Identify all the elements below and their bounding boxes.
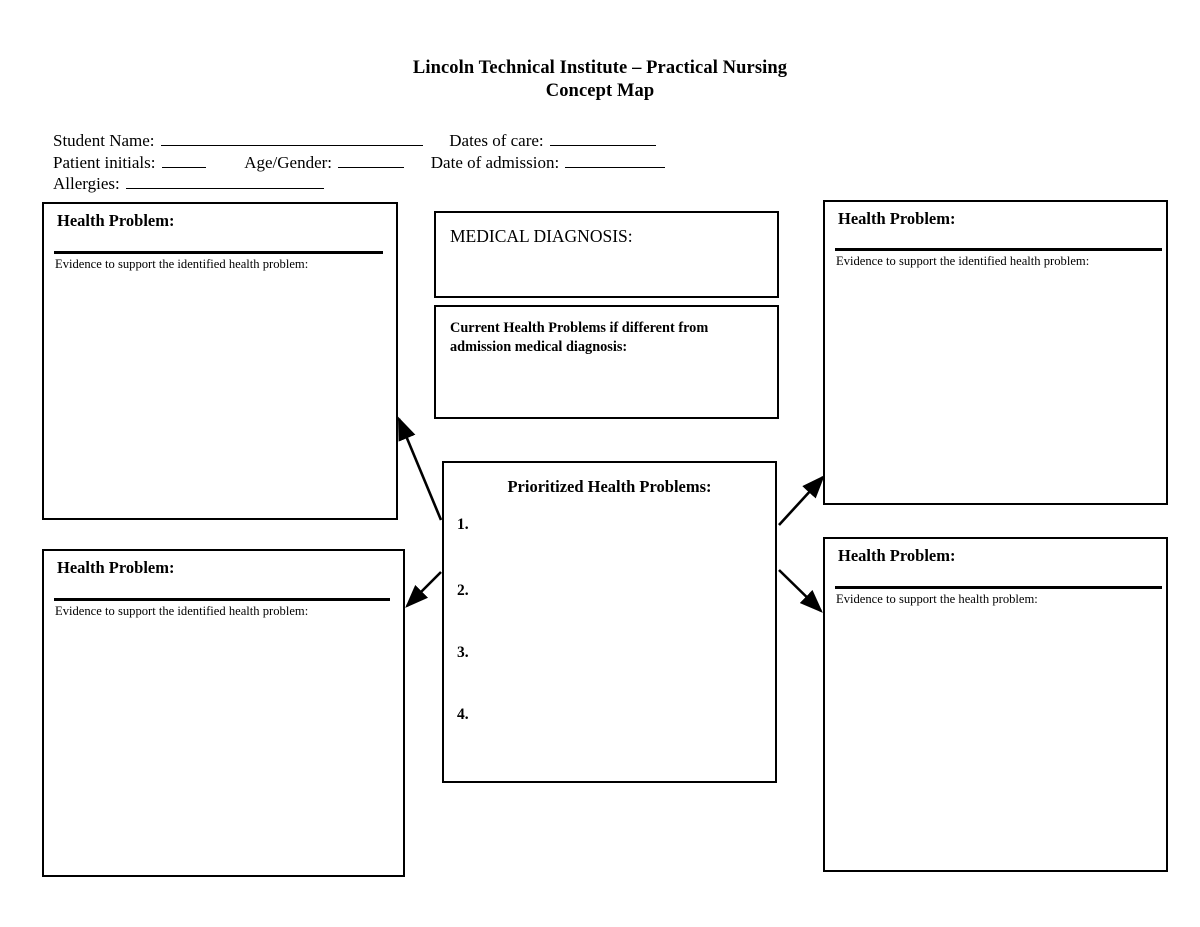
medical-diagnosis-title: MEDICAL DIAGNOSIS: (450, 226, 633, 246)
date-of-admission-field[interactable] (565, 152, 666, 168)
date-of-admission-label: Date of admission: (430, 152, 560, 172)
prioritized-item-1-number: 1. (457, 516, 469, 533)
health-problem-evidence-area[interactable] (836, 611, 1158, 864)
title-line-institute: Lincoln Technical Institute – Practical … (412, 58, 788, 78)
prioritized-item-1[interactable]: 1. (457, 515, 469, 534)
health-problem-title: Health Problem: (57, 211, 175, 230)
health-problem-title: Health Problem: (57, 558, 175, 577)
age-gender-field[interactable] (338, 152, 405, 168)
health-problem-title: Health Problem: (838, 209, 956, 228)
title-line-concept-map: Concept Map (545, 81, 655, 101)
student-name-field[interactable] (160, 130, 423, 146)
arrow-center-to-bottom-left (405, 571, 442, 608)
health-problem-box-bottom-left[interactable]: Health Problem: Evidence to support the … (42, 549, 405, 877)
age-gender-label: Age/Gender: (244, 152, 333, 172)
health-problem-evidence-area[interactable] (55, 276, 388, 512)
arrow-center-to-top-left (397, 416, 443, 521)
patient-initials-field[interactable] (161, 152, 206, 168)
prioritized-item-2[interactable]: 2. (457, 581, 469, 600)
health-problem-evidence-label: Evidence to support the identified healt… (836, 254, 1090, 268)
patient-initials-label: Patient initials: (53, 152, 156, 172)
prioritized-item-2-number: 2. (457, 582, 469, 599)
health-problem-title: Health Problem: (838, 546, 956, 565)
header-row-2: Patient initials: Age/Gender: Date of ad… (53, 152, 1153, 174)
header-row-3: Allergies: (53, 173, 1153, 195)
dates-of-care-field[interactable] (549, 130, 656, 146)
health-problem-box-top-right[interactable]: Health Problem: Evidence to support the … (823, 200, 1168, 505)
health-problem-evidence-area[interactable] (55, 623, 395, 869)
prioritized-health-problems-box[interactable]: Prioritized Health Problems: 1. 2. 3. 4. (442, 461, 777, 783)
header-row-1: Student Name: Dates of care: (53, 130, 1153, 152)
health-problem-divider (54, 598, 390, 601)
allergies-field[interactable] (125, 173, 324, 189)
document-title: Lincoln Technical Institute – Practical … (0, 57, 1200, 103)
student-name-label: Student Name: (53, 131, 155, 150)
prioritized-item-3-number: 3. (457, 644, 469, 661)
health-problem-box-top-left[interactable]: Health Problem: Evidence to support the … (42, 202, 398, 520)
arrow-center-to-top-right (778, 475, 825, 526)
allergies-label: Allergies: (53, 174, 120, 193)
health-problem-divider (54, 251, 383, 254)
current-health-problems-title: Current Health Problems if different fro… (450, 320, 709, 355)
medical-diagnosis-box[interactable]: MEDICAL DIAGNOSIS: (434, 211, 779, 298)
prioritized-health-problems-title: Prioritized Health Problems: (507, 477, 712, 496)
health-problem-evidence-area[interactable] (836, 273, 1158, 497)
health-problem-box-bottom-right[interactable]: Health Problem: Evidence to support the … (823, 537, 1168, 872)
prioritized-item-4-number: 4. (457, 706, 469, 723)
health-problem-evidence-label: Evidence to support the identified healt… (55, 604, 309, 618)
prioritized-item-4[interactable]: 4. (457, 705, 469, 724)
current-health-problems-input-area[interactable] (450, 363, 769, 411)
health-problem-divider (835, 248, 1162, 251)
arrow-center-to-bottom-right (778, 569, 823, 613)
health-problem-divider (835, 586, 1162, 589)
dates-of-care-label: Dates of care: (449, 131, 544, 150)
medical-diagnosis-input-area[interactable] (450, 255, 769, 290)
health-problem-evidence-label: Evidence to support the health problem: (836, 592, 1038, 606)
health-problem-evidence-label: Evidence to support the identified healt… (55, 257, 309, 271)
prioritized-item-3[interactable]: 3. (457, 643, 469, 662)
current-health-problems-box[interactable]: Current Health Problems if different fro… (434, 305, 779, 419)
patient-header-form: Student Name: Dates of care: Patient ini… (53, 130, 1153, 195)
